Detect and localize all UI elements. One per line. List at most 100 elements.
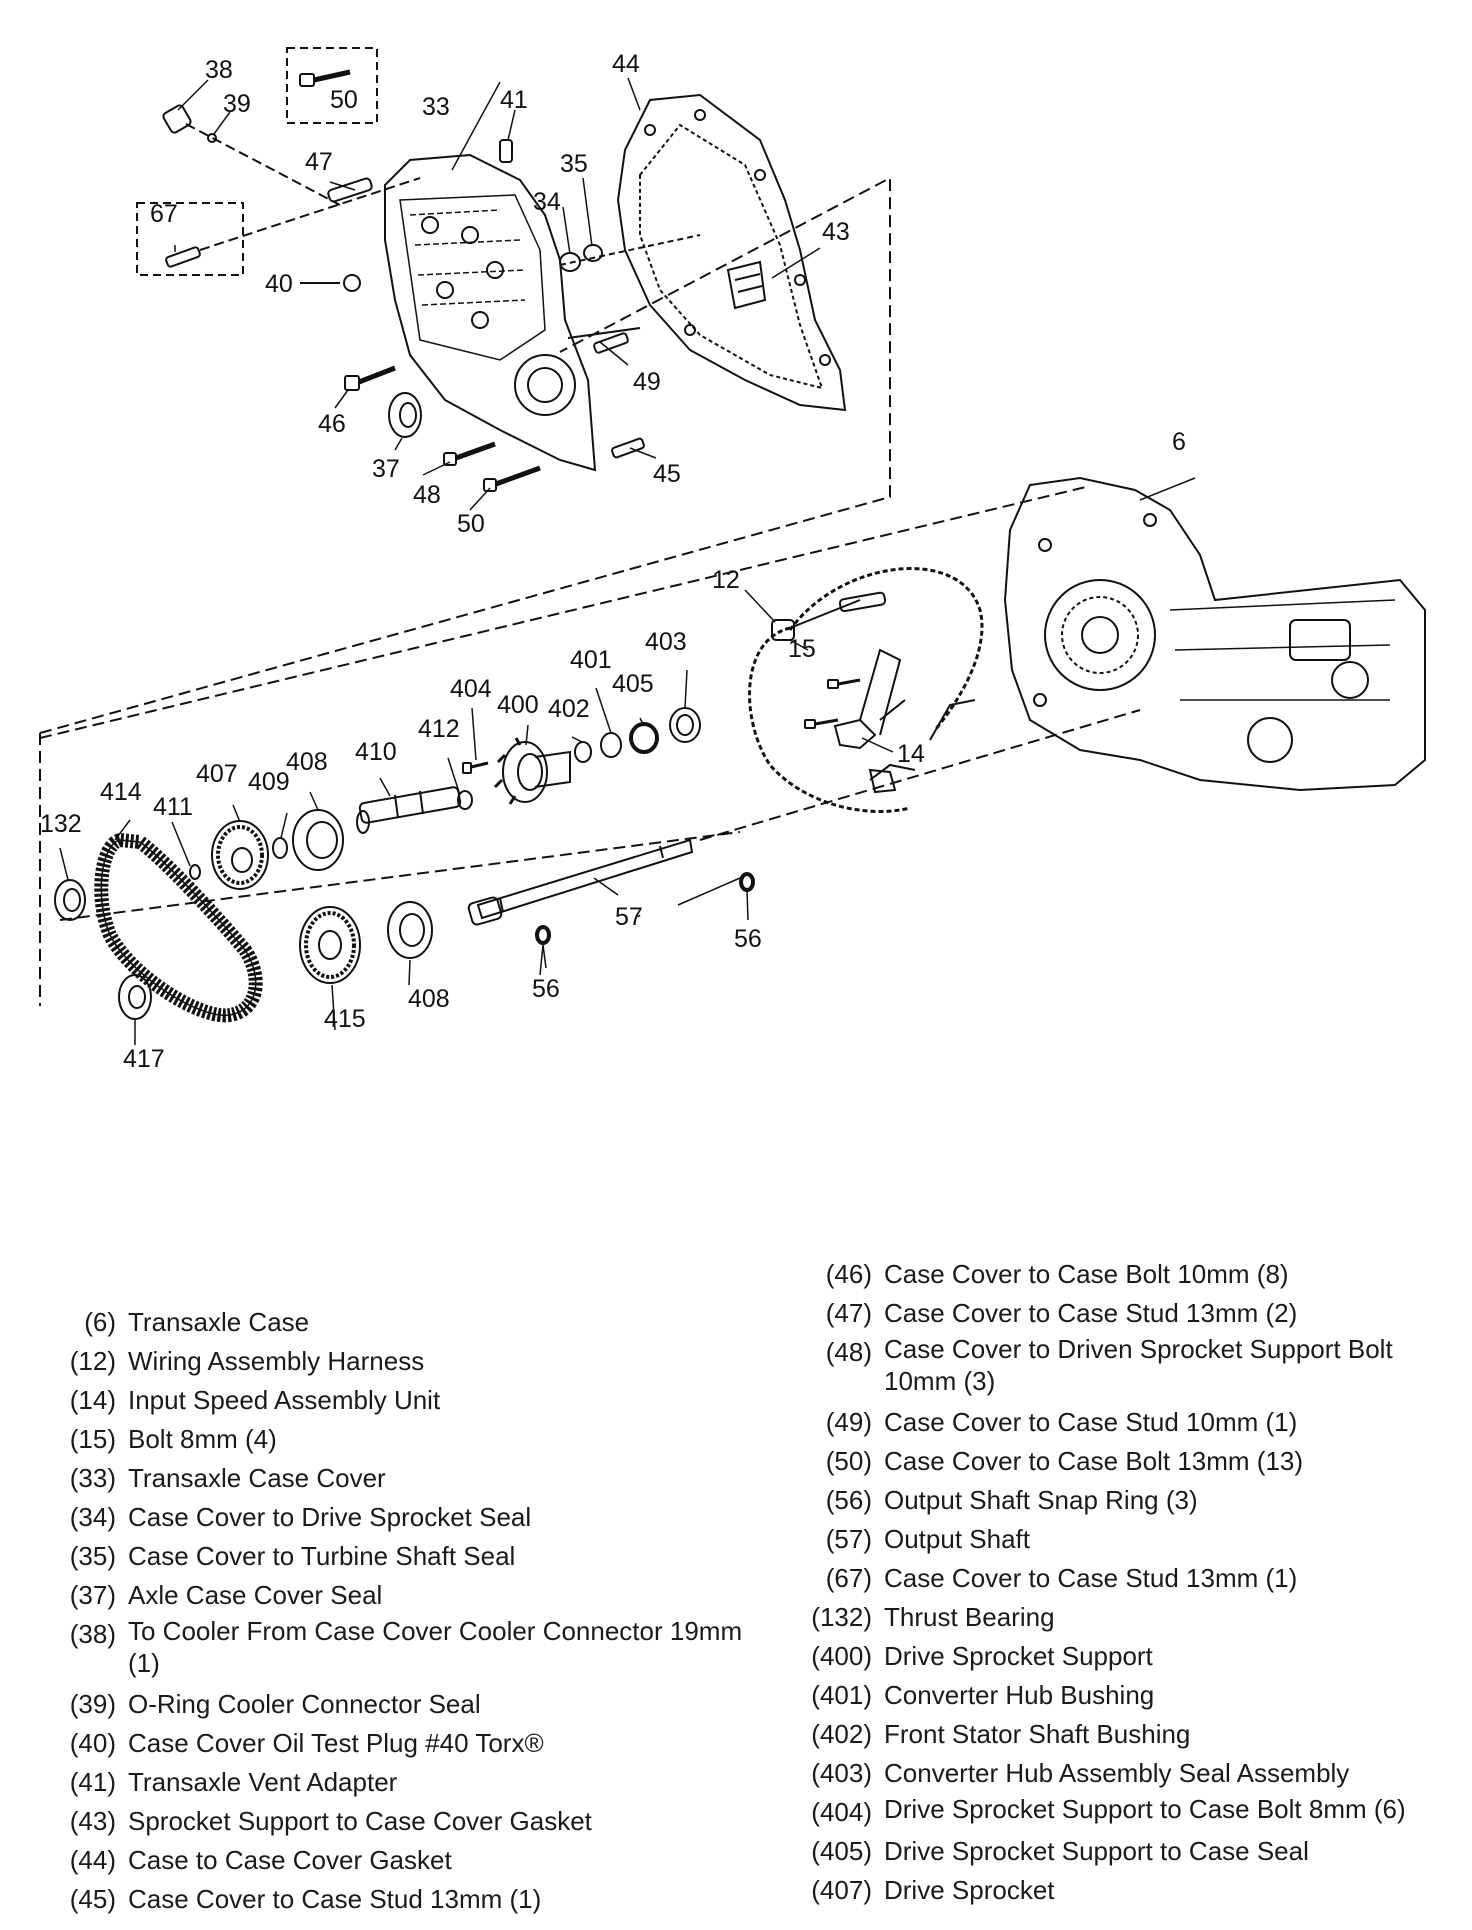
callout-6: 6 <box>1172 428 1186 456</box>
legend-item: (44)Case to Case Cover Gasket <box>44 1841 744 1880</box>
thrust-bearing-132 <box>54 879 86 921</box>
legend-code: (132) <box>811 1602 872 1632</box>
legend-item: (400)Drive Sprocket Support <box>792 1637 1462 1676</box>
legend-code: (407) <box>811 1875 872 1905</box>
callout-14: 14 <box>897 740 925 768</box>
shaft-410 <box>356 786 462 834</box>
bolt-46 <box>344 365 396 391</box>
legend-code: (12) <box>69 1346 116 1376</box>
legend-code: (57) <box>825 1524 872 1554</box>
detail-box-67 <box>136 202 244 276</box>
legend-code: (33) <box>69 1463 116 1493</box>
legend-description: Drive Sprocket Support <box>884 1641 1153 1671</box>
thrust-bearing-417 <box>118 974 152 1020</box>
legend-description: Drive Sprocket Support to Case Seal <box>884 1836 1309 1866</box>
callout-56: 56 <box>734 925 762 953</box>
stud-67 <box>165 177 421 268</box>
callout-409: 409 <box>248 768 290 796</box>
legend-description: Input Speed Assembly Unit <box>128 1385 441 1415</box>
drive-chain-414 <box>94 832 263 1023</box>
parts-legend-right: (46) Case Cover to Case Bolt 10mm (8) (47)… <box>792 1255 1462 1910</box>
callout-401: 401 <box>570 646 612 674</box>
legend-item: (46) Case Cover to Case Bolt 10mm (8) <box>792 1255 1462 1294</box>
legend-item: (43)Sprocket Support to Case Cover Gaske… <box>44 1802 744 1841</box>
ring-409 <box>272 837 288 859</box>
legend-item: (15)Bolt 8mm (4) <box>44 1420 744 1459</box>
legend-code: (45) <box>69 1884 116 1914</box>
callout-44: 44 <box>612 50 640 78</box>
legend-description: Output Shaft Snap Ring (3) <box>884 1485 1198 1515</box>
legend-description: Drive Sprocket Support to Case Bolt 8mm … <box>884 1794 1406 1824</box>
legend-code: (43) <box>69 1806 116 1836</box>
legend-code: (67) <box>825 1563 872 1593</box>
legend-item: (404) Drive Sprocket Support to Case Bolt… <box>792 1793 1462 1832</box>
legend-item: (402)Front Stator Shaft Bushing <box>792 1715 1462 1754</box>
drive-sprocket-407 <box>211 820 269 890</box>
legend-code: (403) <box>811 1758 872 1788</box>
bolt-15 <box>804 678 861 729</box>
legend-description: Output Shaft <box>884 1524 1030 1554</box>
exploded-view-diagram: 38 39 50 33 41 44 47 67 35 34 43 40 49 4… <box>39 47 1426 1073</box>
legend-item: (47)Case Cover to Case Stud 13mm (2) <box>792 1294 1462 1333</box>
legend-description: Bolt 8mm (4) <box>128 1424 277 1454</box>
bearing-408-upper <box>292 809 344 871</box>
legend-description: Case Cover Oil Test Plug #40 Torx® <box>128 1728 544 1758</box>
legend-item: (12) Wiring Assembly Harness <box>44 1342 744 1381</box>
legend-description: To Cooler From Case Cover Cooler Connect… <box>128 1616 743 1678</box>
legend-description: Drive Sprocket <box>884 1875 1055 1905</box>
legend-code: (50) <box>825 1446 872 1476</box>
legend-item: (132) Thrust Bearing <box>792 1598 1462 1637</box>
legend-description: Converter Hub Bushing <box>884 1680 1155 1710</box>
legend-description: Thrust Bearing <box>884 1602 1055 1632</box>
legend-code: (38) <box>69 1619 116 1649</box>
callout-48: 48 <box>413 481 441 509</box>
ring-412 <box>457 790 473 810</box>
legend-code: (39) <box>69 1689 116 1719</box>
legend-item: (14)Input Speed Assembly Unit <box>44 1381 744 1420</box>
legend-description: Case Cover to Case Bolt 13mm (13) <box>884 1446 1304 1476</box>
legend-description: O-Ring Cooler Connector Seal <box>128 1689 481 1719</box>
legend-item: (401)Converter Hub Bushing <box>792 1676 1462 1715</box>
legend-item: (56)Output Shaft Snap Ring (3) <box>792 1481 1462 1520</box>
callout-34: 34 <box>533 188 561 216</box>
o-ring-39 <box>207 133 217 143</box>
legend-description: Wiring Assembly Harness <box>128 1346 425 1376</box>
bolt-48 <box>443 441 496 466</box>
callout-35: 35 <box>560 150 588 178</box>
shaft-axis-dash-line-2 <box>699 709 1141 841</box>
legend-item: (6)Transaxle Case <box>44 1303 744 1342</box>
leader-lines <box>59 77 1196 1045</box>
legend-item: (33) Transaxle Case Cover <box>44 1459 744 1498</box>
callout-403: 403 <box>645 628 687 656</box>
legend-item: (67)Case Cover to Case Stud 13mm (1) <box>792 1559 1462 1598</box>
legend-description: Transaxle Case Cover <box>128 1463 386 1493</box>
callout-46: 46 <box>318 410 346 438</box>
legend-item: (35)Case Cover to Turbine Shaft Seal <box>44 1537 744 1576</box>
callout-408-lower: 408 <box>408 985 450 1013</box>
callout-415: 415 <box>324 1005 366 1033</box>
legend-code: (404) <box>811 1797 872 1827</box>
vent-adapter-41 <box>499 139 513 163</box>
transaxle-case-6 <box>1003 476 1426 792</box>
legend-code: (402) <box>811 1719 872 1749</box>
legend-code: (46) <box>825 1259 872 1289</box>
callout-50-lower: 50 <box>457 510 485 538</box>
legend-item: (37)Axle Case Cover Seal <box>44 1576 744 1615</box>
drive-sprocket-support-400 <box>493 737 571 805</box>
callout-400: 400 <box>497 691 539 719</box>
bolt-50-lower <box>483 465 541 492</box>
driven-sprocket-415 <box>299 906 361 984</box>
legend-item: (39) O-Ring Cooler Connector Seal <box>44 1685 744 1724</box>
callout-15: 15 <box>788 635 816 663</box>
legend-item: (34)Case Cover to Drive Sprocket Seal <box>44 1498 744 1537</box>
legend-code: (48) <box>825 1337 872 1367</box>
legend-description: Case Cover to Case Stud 10mm (1) <box>884 1407 1298 1437</box>
legend-code: (405) <box>811 1836 872 1866</box>
legend-item: (48)Case Cover to Driven Sprocket Suppor… <box>792 1333 1462 1403</box>
legend-description: Converter Hub Assembly Seal Assembly <box>884 1758 1350 1788</box>
legend-description: Case Cover to Case Stud 13mm (1) <box>128 1884 542 1914</box>
callout-33: 33 <box>422 93 450 121</box>
legend-description: Case Cover to Case Bolt 10mm (8) <box>884 1259 1289 1289</box>
detail-box-50 <box>286 47 378 124</box>
legend-item: (407) Drive Sprocket <box>792 1871 1462 1910</box>
